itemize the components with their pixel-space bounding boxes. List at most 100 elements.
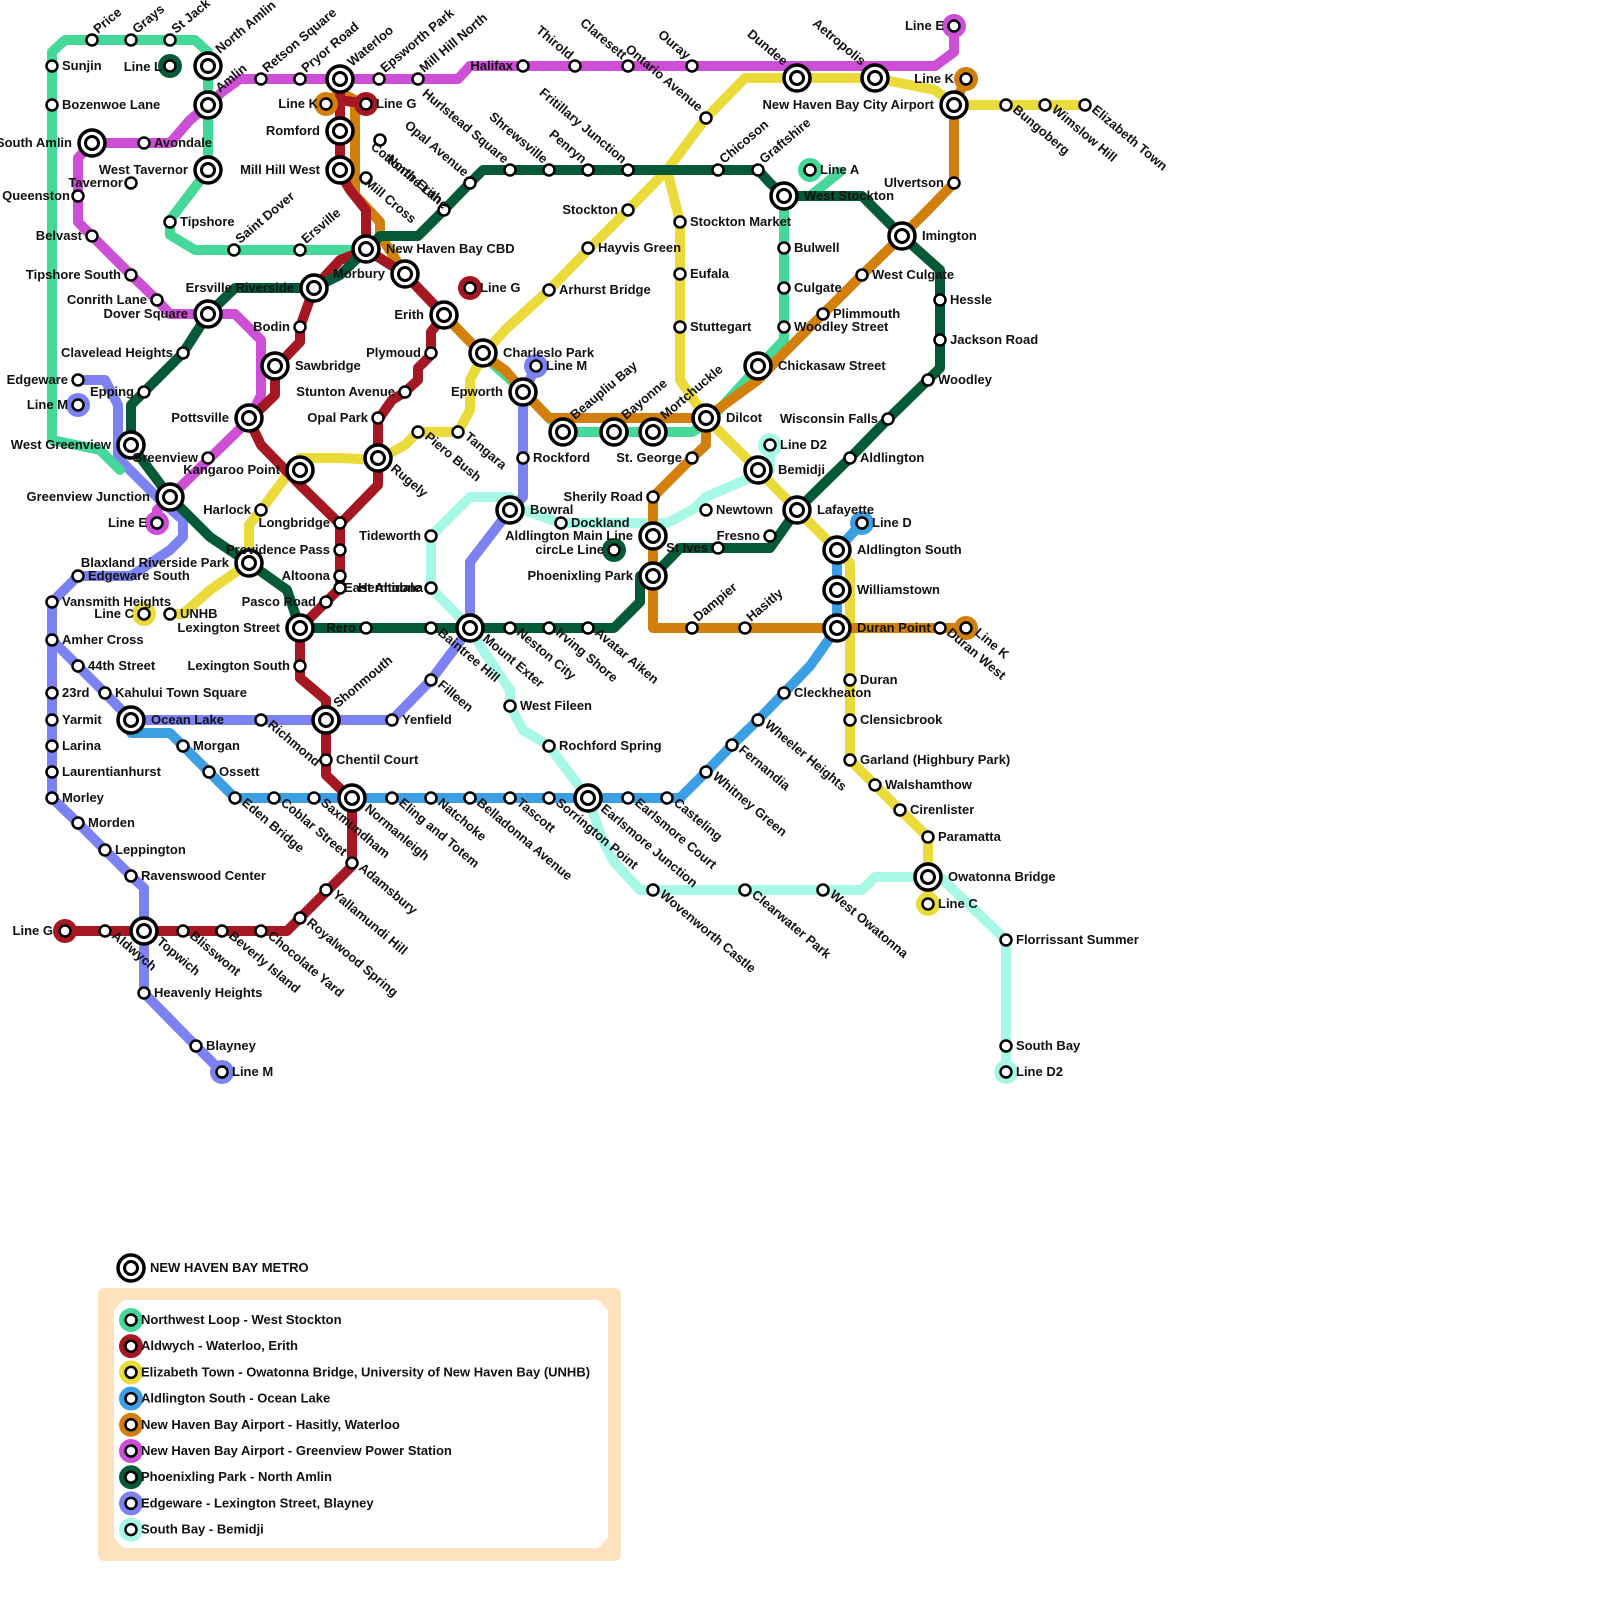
station-tavernor[interactable] xyxy=(126,178,137,189)
station-florrissant-summer[interactable] xyxy=(1001,935,1012,946)
station-kahului-town-square[interactable] xyxy=(100,688,111,699)
station-baintree-hill[interactable] xyxy=(426,623,437,634)
station-aldwych[interactable] xyxy=(100,926,111,937)
station-stockton[interactable] xyxy=(623,205,634,216)
station-st-jack[interactable] xyxy=(165,35,176,46)
station-line-d2[interactable] xyxy=(758,433,782,457)
station-unhb[interactable] xyxy=(165,609,176,620)
station-dover-square[interactable] xyxy=(195,301,221,327)
station-price[interactable] xyxy=(87,35,98,46)
station-ouray[interactable] xyxy=(687,61,698,72)
station-st-george[interactable] xyxy=(687,453,698,464)
station-avondale[interactable] xyxy=(139,138,150,149)
station-amher-cross[interactable] xyxy=(47,635,58,646)
station-duran-point[interactable] xyxy=(824,615,850,641)
station-dilcot[interactable] xyxy=(693,405,719,431)
station-belvast[interactable] xyxy=(87,231,98,242)
station-garland-highbury-park[interactable] xyxy=(845,755,856,766)
station-mortchuckle[interactable] xyxy=(640,419,666,445)
station-west-fileen[interactable] xyxy=(505,701,516,712)
station-penryn[interactable] xyxy=(583,165,594,176)
station-claresett[interactable] xyxy=(623,61,634,72)
station-fresno[interactable] xyxy=(765,531,776,542)
station-cirenlister[interactable] xyxy=(895,805,906,816)
station-kangaroo-point[interactable] xyxy=(287,457,313,483)
station-culgate[interactable] xyxy=(779,283,790,294)
station-larina[interactable] xyxy=(47,741,58,752)
station-aldlington[interactable] xyxy=(845,453,856,464)
station-west-stockton[interactable] xyxy=(771,183,797,209)
station-sherily-road[interactable] xyxy=(648,492,659,503)
station-paramatta[interactable] xyxy=(923,832,934,843)
station-hayvis-green[interactable] xyxy=(583,243,594,254)
station-lexington-street[interactable] xyxy=(287,615,313,641)
station-line-g[interactable] xyxy=(53,919,77,943)
station-walshamthow[interactable] xyxy=(870,780,881,791)
station-casteling[interactable] xyxy=(662,793,673,804)
station-pasco-road[interactable] xyxy=(321,597,332,608)
station-chicoson[interactable] xyxy=(713,165,724,176)
station-adamsbury[interactable] xyxy=(347,858,358,869)
station-elizabeth-town[interactable] xyxy=(1080,100,1091,111)
station-new-haven-bay-cbd[interactable] xyxy=(353,236,379,262)
station-earlsmore-junction[interactable] xyxy=(575,785,601,811)
station-tipshore[interactable] xyxy=(165,217,176,228)
station-sawbridge[interactable] xyxy=(262,353,288,379)
station-aldlington-south[interactable] xyxy=(824,537,850,563)
station-north-amlin[interactable] xyxy=(195,53,221,79)
station-irving-shore[interactable] xyxy=(544,623,555,634)
station-hessle[interactable] xyxy=(935,295,946,306)
station-tideworth[interactable] xyxy=(426,531,437,542)
station-bowral[interactable] xyxy=(497,497,523,523)
station-tascott[interactable] xyxy=(505,793,516,804)
station-aetropolis[interactable] xyxy=(862,65,888,91)
station-bungoberg[interactable] xyxy=(1001,100,1012,111)
station-line-c[interactable] xyxy=(916,892,940,916)
station-wheeler-heights[interactable] xyxy=(753,715,764,726)
station-west-owatonna[interactable] xyxy=(818,885,829,896)
station-line-g[interactable] xyxy=(458,276,482,300)
station-harlock[interactable] xyxy=(256,505,267,516)
station-waterloo[interactable] xyxy=(327,66,353,92)
station-morley[interactable] xyxy=(47,793,58,804)
station-graftshire[interactable] xyxy=(753,165,764,176)
station-vansmith-heights[interactable] xyxy=(47,597,58,608)
station-south-bay[interactable] xyxy=(1001,1041,1012,1052)
station-halifax[interactable] xyxy=(518,61,529,72)
station-stuttegart[interactable] xyxy=(675,322,686,333)
station-ontario-avenue[interactable] xyxy=(701,113,712,124)
station-longbridge[interactable] xyxy=(335,518,346,529)
station-shrewsville[interactable] xyxy=(544,165,555,176)
station-morbury[interactable] xyxy=(392,261,418,287)
station-thirold[interactable] xyxy=(570,61,581,72)
station-newtown[interactable] xyxy=(701,505,712,516)
station-morgan[interactable] xyxy=(178,741,189,752)
station-amlin[interactable] xyxy=(195,92,221,118)
station-leppington[interactable] xyxy=(100,845,111,856)
station-woodley[interactable] xyxy=(923,375,934,386)
station-eden-bridge[interactable] xyxy=(230,793,241,804)
station-bulwell[interactable] xyxy=(779,243,790,254)
station-piero-bush[interactable] xyxy=(413,427,424,438)
station-belladonna-avenue[interactable] xyxy=(465,793,476,804)
station-mill-hill-west[interactable] xyxy=(327,157,353,183)
station-filleen[interactable] xyxy=(426,675,437,686)
station-lexington-south[interactable] xyxy=(295,661,306,672)
station-aldlington-main-line[interactable] xyxy=(640,523,666,549)
station-ravenswood-center[interactable] xyxy=(126,871,137,882)
station-line-e[interactable] xyxy=(145,511,169,535)
station-eufala[interactable] xyxy=(675,269,686,280)
station-richmond[interactable] xyxy=(256,715,267,726)
station-providence-pass[interactable] xyxy=(335,545,346,556)
station-bozenwoe-lane[interactable] xyxy=(47,100,58,111)
station-plymoud[interactable] xyxy=(426,348,437,359)
station-charleslo-park[interactable] xyxy=(470,340,496,366)
station-grays[interactable] xyxy=(126,35,137,46)
station-saxmundham[interactable] xyxy=(309,793,320,804)
station-plimmouth[interactable] xyxy=(818,309,829,320)
station-stockton-market[interactable] xyxy=(675,217,686,228)
station-royalwood-spring[interactable] xyxy=(295,913,306,924)
station-wimslow-hill[interactable] xyxy=(1040,100,1051,111)
station-coblar-street[interactable] xyxy=(269,793,280,804)
station-queenston[interactable] xyxy=(73,191,84,202)
